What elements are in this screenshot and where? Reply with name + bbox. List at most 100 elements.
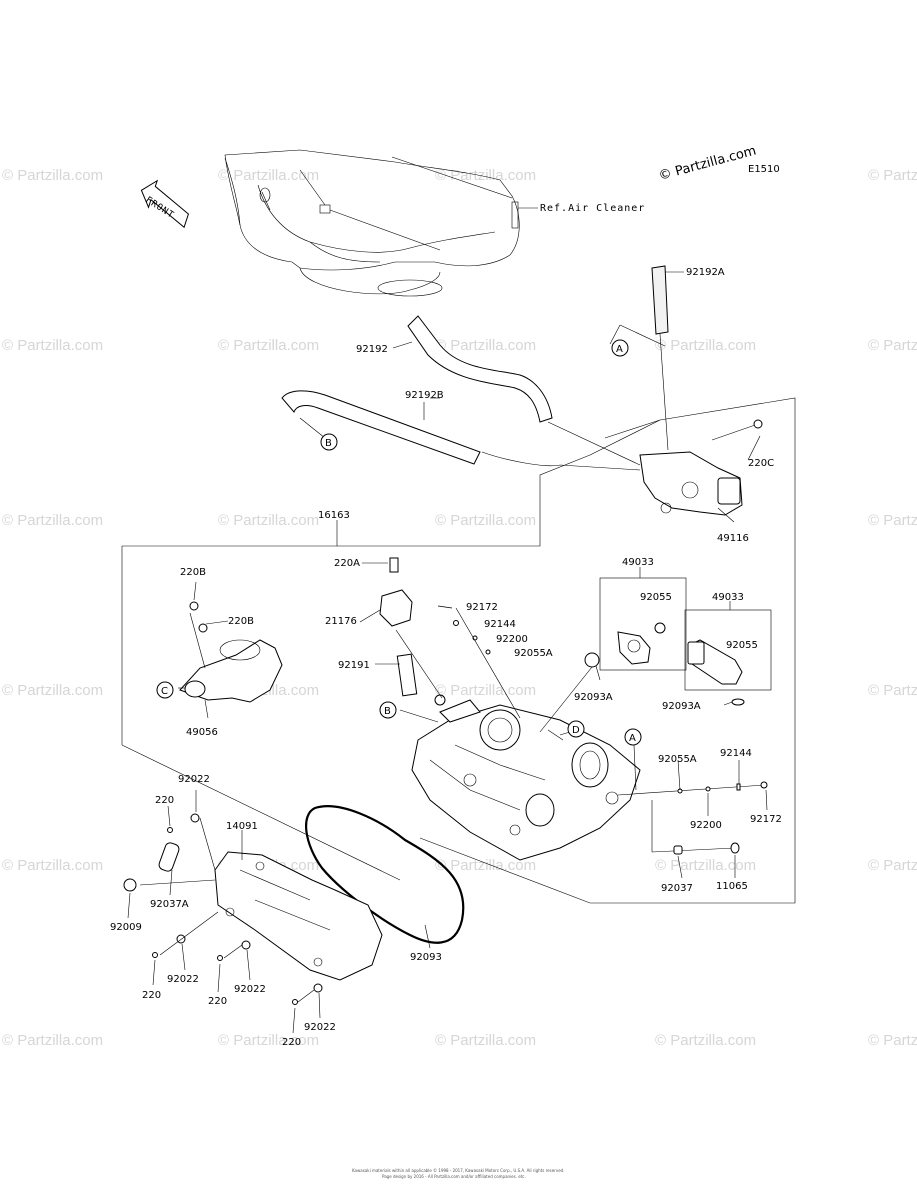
throttle-body xyxy=(411,694,641,861)
callout: 92093A xyxy=(662,701,701,712)
injector-49033-a xyxy=(617,622,666,665)
callout: 49056 xyxy=(186,727,218,738)
watermark-text: © Partzilla.com xyxy=(2,167,103,184)
watermark-layer: © Partzilla.com © Partzilla.com © Partzi… xyxy=(2,167,917,1049)
hose-92191 xyxy=(396,653,418,697)
callout: 220B xyxy=(180,567,206,578)
callout: 92192 xyxy=(356,344,388,355)
callout: 220C xyxy=(748,458,774,469)
callout: 14091 xyxy=(226,821,258,832)
watermark-text: © Partzilla.com xyxy=(2,1032,103,1049)
callout: 92200 xyxy=(496,634,528,645)
watermark-text: © Partzilla.com xyxy=(218,1032,319,1049)
leader-lines xyxy=(127,271,768,1034)
injector-49033-b xyxy=(687,639,745,706)
callout: 220 xyxy=(282,1037,301,1048)
callout: 220 xyxy=(142,990,161,1001)
gasket-92093A-top xyxy=(584,652,600,668)
svg-text:B: B xyxy=(384,706,391,717)
callout: 220A xyxy=(334,558,360,569)
callout: 220 xyxy=(155,795,174,806)
callouts: 92192A 92192 92192B 220C 49116 16163 490… xyxy=(110,267,782,1048)
callout: 92200 xyxy=(690,820,722,831)
callout: 92055A xyxy=(514,648,553,659)
cover-14091 xyxy=(214,851,383,981)
watermark-text: © Partzilla.com xyxy=(655,1032,756,1049)
callout: 49116 xyxy=(717,533,749,544)
watermark-text: © Partzilla.com xyxy=(868,1032,917,1049)
callout: 92009 xyxy=(110,922,142,933)
brand-label: © Partzilla.com xyxy=(657,143,758,183)
watermark-text: © Partzilla.com xyxy=(868,682,917,699)
ref-circle-a-right: A xyxy=(624,728,642,746)
watermark-text: © Partzilla.com xyxy=(2,337,103,354)
watermark-text: © Partzilla.com xyxy=(435,167,536,184)
svg-text:C: C xyxy=(161,686,168,697)
callout: 11065 xyxy=(716,881,748,892)
watermark-text: © Partzilla.com xyxy=(435,857,536,874)
callout: 49033 xyxy=(622,557,654,568)
callout: 92172 xyxy=(750,814,782,825)
watermark-text: © Partzilla.com xyxy=(2,682,103,699)
callout: 92144 xyxy=(484,619,516,630)
callout: 92144 xyxy=(720,748,752,759)
callout: 49033 xyxy=(712,592,744,603)
callout: 92055 xyxy=(640,592,672,603)
screw-stack-top xyxy=(437,605,521,719)
watermark-text: © Partzilla.com xyxy=(218,167,319,184)
ref-circle-b-top: B xyxy=(320,433,338,451)
watermark-text: © Partzilla.com xyxy=(435,337,536,354)
callout: 92022 xyxy=(234,984,266,995)
air-valve-49116 xyxy=(639,419,763,516)
callout: 92055 xyxy=(726,640,758,651)
screw-stack-right xyxy=(617,781,768,855)
callout: 16163 xyxy=(318,510,350,521)
injector-box-1 xyxy=(599,577,687,671)
watermark-text: © Partzilla.com xyxy=(218,337,319,354)
footer-credit: Page design by 2016 - All Partzilla.com … xyxy=(382,1174,526,1179)
callout: 92172 xyxy=(466,602,498,613)
callout: 220 xyxy=(208,996,227,1007)
sensor-21176 xyxy=(379,557,443,699)
callout: 92192A xyxy=(686,267,725,278)
callout: 21176 xyxy=(325,616,357,627)
callout: 92191 xyxy=(338,660,370,671)
sensor-bracket-49056 xyxy=(179,601,283,703)
svg-text:B: B xyxy=(325,438,332,449)
ref-circle-b-mid: B xyxy=(379,701,397,719)
watermark-text: © Partzilla.com xyxy=(435,1032,536,1049)
ref-circle-c: C xyxy=(156,681,174,699)
watermark-text: © Partzilla.com xyxy=(868,857,917,874)
hose-92192 xyxy=(281,265,669,471)
watermark-text: © Partzilla.com xyxy=(868,167,917,184)
watermark-text: © Partzilla.com xyxy=(435,512,536,529)
watermark-text: © Partzilla.com xyxy=(655,337,756,354)
footer-copyright: Kawasaki materials within all applicable… xyxy=(352,1168,564,1173)
callout: 92022 xyxy=(167,974,199,985)
injector-box-2 xyxy=(684,609,772,691)
callout: 92037A xyxy=(150,899,189,910)
callout: 92022 xyxy=(178,774,210,785)
callout: 92093 xyxy=(410,952,442,963)
watermark-text: © Partzilla.com xyxy=(655,857,756,874)
diagram-code: E1510 xyxy=(748,164,780,175)
callout: 92055A xyxy=(658,754,697,765)
svg-text:A: A xyxy=(616,344,623,355)
air-cleaner-housing xyxy=(224,149,520,297)
watermark-text: © Partzilla.com xyxy=(2,857,103,874)
callout: 92037 xyxy=(661,883,693,894)
callout: 92093A xyxy=(574,692,613,703)
ref-circle-d: D xyxy=(567,720,585,738)
ref-circle-a-top: A xyxy=(611,339,629,357)
watermark-text: © Partzilla.com xyxy=(2,512,103,529)
callout: 92022 xyxy=(304,1022,336,1033)
watermark-text: © Partzilla.com xyxy=(218,512,319,529)
callout: 92192B xyxy=(405,390,444,401)
svg-text:A: A xyxy=(629,733,636,744)
watermark-text: © Partzilla.com xyxy=(868,337,917,354)
front-arrow-icon: FRONT xyxy=(140,179,189,229)
watermark-text: © Partzilla.com xyxy=(868,512,917,529)
gasket-92093 xyxy=(305,805,465,944)
